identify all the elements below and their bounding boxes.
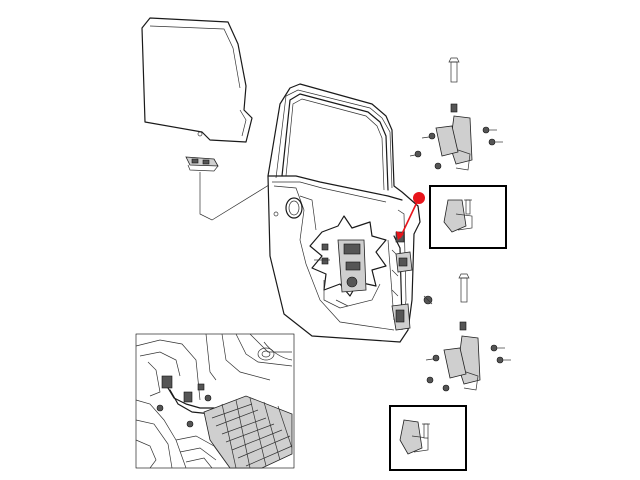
hinge-detail-inset-upper xyxy=(429,185,507,249)
hinge-detail-inset-lower xyxy=(389,405,467,471)
callout-marker xyxy=(396,192,425,240)
glass-channel-bracket xyxy=(185,156,219,172)
upper-hinge-bolts xyxy=(409,126,503,170)
body-floor-contour xyxy=(135,439,157,469)
red-marker-dot xyxy=(413,192,425,204)
window-regulator xyxy=(309,215,403,321)
door-glass xyxy=(141,17,253,143)
lower-hinge-pin xyxy=(460,277,468,303)
door-shell xyxy=(267,83,421,343)
upper-hinge xyxy=(409,57,503,171)
lower-hinge-bolts xyxy=(425,344,511,392)
body-wiring-inset xyxy=(135,333,295,469)
lower-hinge xyxy=(425,273,511,392)
upper-hinge-pin xyxy=(450,61,458,83)
